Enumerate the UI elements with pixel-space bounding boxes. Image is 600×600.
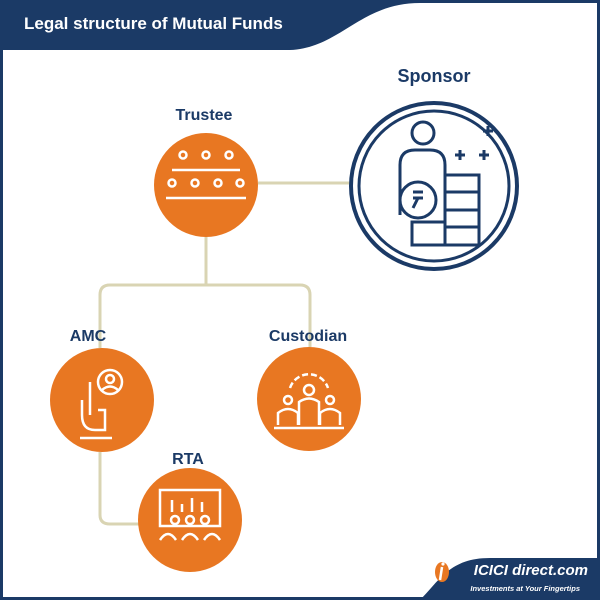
trustee-node <box>154 133 258 237</box>
connectors <box>98 181 352 526</box>
amc-node <box>50 348 154 452</box>
custodian-node <box>257 347 361 451</box>
footer-banner <box>420 558 600 600</box>
sponsor-icon <box>398 120 493 247</box>
custodian-label: Custodian <box>268 328 348 345</box>
hand-pointing-person-icon <box>80 368 124 440</box>
audience-icon <box>166 150 246 200</box>
page-title: Legal structure of Mutual Funds <box>24 14 283 33</box>
brand-name: ICICI direct.com <box>473 562 588 579</box>
connector-trustee-amc-custodian <box>98 237 312 348</box>
group-icon <box>274 373 344 430</box>
connector-amc-rta <box>98 452 140 526</box>
header-banner <box>0 0 600 50</box>
sponsor-node <box>349 101 519 271</box>
presentation-icon <box>158 488 222 541</box>
trustee-label: Trustee <box>175 107 233 124</box>
icici-logo-icon <box>435 562 449 582</box>
rta-node <box>138 468 242 572</box>
brand-tagline: Investments at Your Fingertips <box>470 584 580 593</box>
rta-label: RTA <box>172 451 204 468</box>
amc-label: AMC <box>69 328 107 345</box>
sponsor-label: Sponsor <box>397 66 471 86</box>
